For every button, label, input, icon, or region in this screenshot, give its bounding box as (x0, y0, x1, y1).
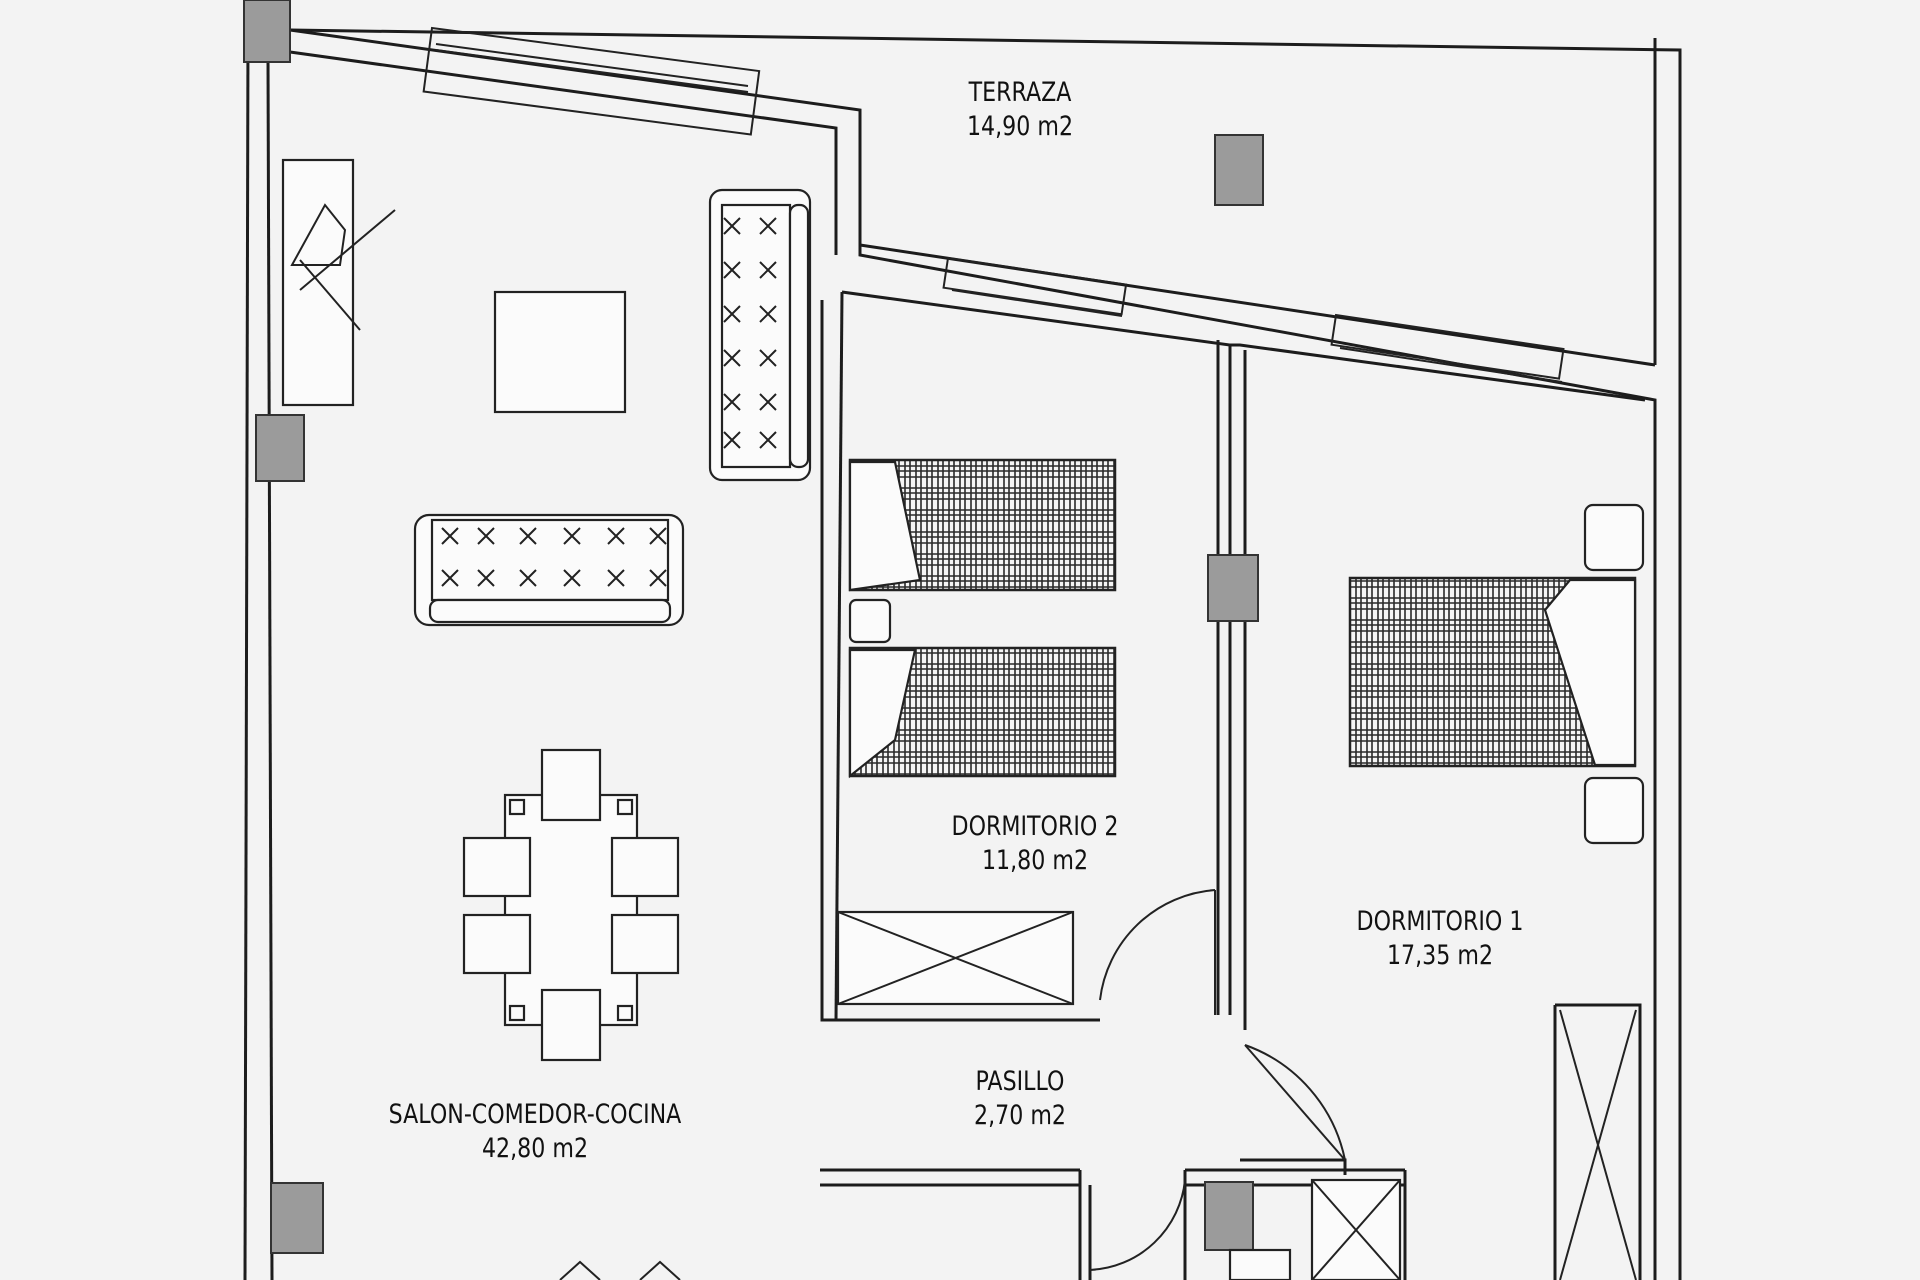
room-name: SALON-COMEDOR-COCINA (388, 1099, 682, 1130)
plant-icon (559, 1260, 681, 1280)
room-name: PASILLO (975, 1066, 1065, 1097)
room-area: 42,80 m2 (481, 1133, 589, 1164)
tv-unit (281, 158, 396, 407)
room-name: TERRAZA (968, 77, 1072, 108)
structural-columns (243, 0, 1264, 1254)
bed-lower (848, 646, 1117, 779)
room-area: 11,80 m2 (981, 845, 1089, 876)
bed-double (1348, 576, 1637, 768)
room-label-terraza: TERRAZA 14,90 m2 (922, 76, 1119, 144)
room-area: 2,70 m2 (974, 1100, 1066, 1131)
nightstand-b1-bottom (1583, 776, 1645, 845)
interior-walls (820, 290, 1646, 1280)
wardrobe-b1 (1559, 1009, 1637, 1280)
dining-table (462, 748, 680, 1062)
room-name: DORMITORIO 1 (1356, 906, 1524, 937)
doors (1089, 889, 1346, 1271)
sofa-vertical (708, 188, 812, 482)
coffee-table (493, 290, 627, 414)
room-label-salon: SALON-COMEDOR-COCINA 42,80 m2 (371, 1098, 699, 1166)
room-label-dormitorio-1: DORMITORIO 1 17,35 m2 (1325, 905, 1555, 973)
room-label-pasillo: PASILLO 2,70 m2 (922, 1065, 1119, 1133)
windows (422, 26, 1565, 383)
room-area: 17,35 m2 (1386, 940, 1494, 971)
room-label-dormitorio-2: DORMITORIO 2 11,80 m2 (924, 810, 1145, 878)
bed-upper (848, 458, 1117, 592)
sofa-horizontal (413, 513, 685, 627)
nightstand-b1-top (1583, 503, 1645, 572)
kitchen-counter (1228, 1178, 1402, 1280)
room-name: DORMITORIO 2 (951, 811, 1119, 842)
room-area: 14,90 m2 (966, 111, 1074, 142)
wardrobe-b2 (836, 910, 1075, 1006)
nightstand-b2 (848, 598, 892, 644)
